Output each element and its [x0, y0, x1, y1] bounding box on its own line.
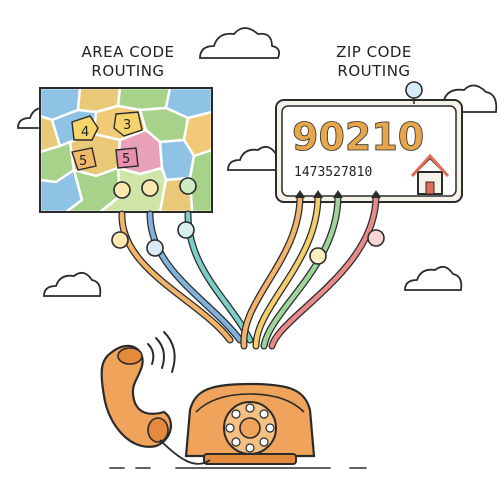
cloud-icon [199, 27, 281, 59]
map-region-label: 5 [79, 154, 88, 169]
handset-icon [100, 344, 173, 448]
phone-pin-icon [405, 81, 423, 104]
cloud-icon [43, 271, 102, 297]
house-icon [410, 153, 450, 195]
zip-code-card: 90210 1473527810 [275, 81, 463, 203]
map-region-label: 5 [122, 152, 131, 167]
handset-cord [159, 439, 211, 465]
map-region-label: 4 [81, 125, 90, 140]
routing-cables [118, 192, 380, 350]
zip-code-number: 90210 [292, 115, 424, 159]
rotary-phone-icon [184, 382, 316, 465]
phone-badge-icon [111, 221, 385, 265]
area-code-title-line2: ROUTING [91, 62, 164, 80]
zip-code-title-line1: ZIP CODE [336, 43, 412, 61]
zip-code-title-line2: ROUTING [337, 62, 410, 80]
map-region-label: 3 [123, 118, 132, 133]
arrow-up-icon [295, 190, 381, 198]
area-code-title-line1: AREA CODE [82, 43, 175, 61]
phone-number: 1473527810 [294, 165, 372, 180]
ring-waves-icon [147, 331, 176, 373]
phone-pin-icon [113, 177, 197, 199]
cloud-icon [404, 265, 463, 291]
